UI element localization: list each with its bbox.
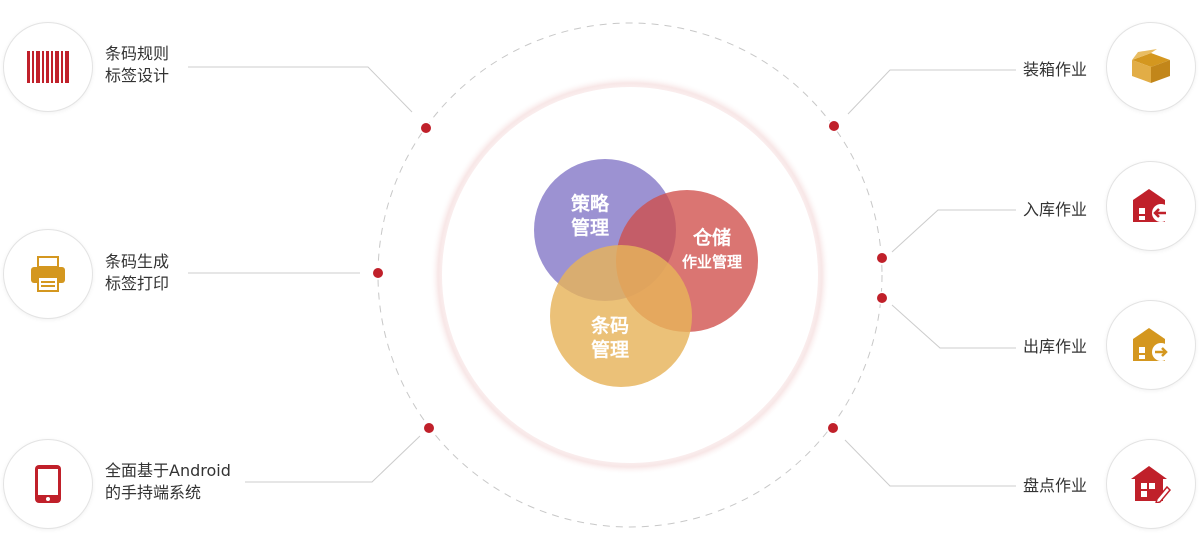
left-label-2: 条码生成 标签打印 <box>105 252 170 293</box>
left-icon-circle-3 <box>3 439 93 529</box>
connector-line-right-3 <box>891 304 1016 349</box>
left-icon-circle-2 <box>3 229 93 319</box>
ring-dot <box>829 121 839 131</box>
box-icon <box>1132 49 1170 83</box>
right-icon-circle-3 <box>1106 300 1196 390</box>
venn-label-barcode: 条码 管理 <box>590 315 629 361</box>
warehouse-outbound-icon <box>1133 328 1170 361</box>
right-icon-circle-1 <box>1106 22 1196 112</box>
outer-dashed-ring <box>377 22 883 528</box>
right-label-1: 装箱作业 <box>1023 60 1088 79</box>
connector-line-left-1 <box>188 66 413 113</box>
printer-icon <box>31 256 65 292</box>
connector-line-right-4 <box>844 439 1016 487</box>
barcode-icon <box>27 51 69 83</box>
warehouse-inventory-icon <box>1131 466 1171 503</box>
handheld-device-icon <box>35 465 61 503</box>
right-label-4: 盘点作业 <box>1023 476 1088 495</box>
warehouse-inbound-icon <box>1133 189 1170 222</box>
right-icon-circle-2 <box>1106 161 1196 251</box>
ring-dot <box>373 268 383 278</box>
ring-dot <box>828 423 838 433</box>
venn-circle-barcode <box>550 245 692 387</box>
ring-dot <box>421 123 431 133</box>
venn-label-strategy: 策略 管理 <box>570 193 609 239</box>
ring-dot <box>877 293 887 303</box>
ring-dot <box>877 253 887 263</box>
left-label-3: 全面基于Android 的手持端系统 <box>105 461 231 502</box>
ring-dots <box>371 119 889 435</box>
right-icon-circle-4 <box>1106 439 1196 529</box>
ring-dot <box>424 423 434 433</box>
connector-line-right-1 <box>847 69 1016 115</box>
left-icon-circle-1 <box>3 22 93 112</box>
venn-label-warehouse: 仓储 作业管理 <box>681 227 742 271</box>
connector-line-left-3 <box>245 435 421 483</box>
right-label-3: 出库作业 <box>1023 337 1088 356</box>
right-label-2: 入库作业 <box>1023 200 1088 219</box>
connector-line-right-2 <box>891 209 1016 253</box>
left-label-1: 条码规则 标签设计 <box>105 44 170 85</box>
